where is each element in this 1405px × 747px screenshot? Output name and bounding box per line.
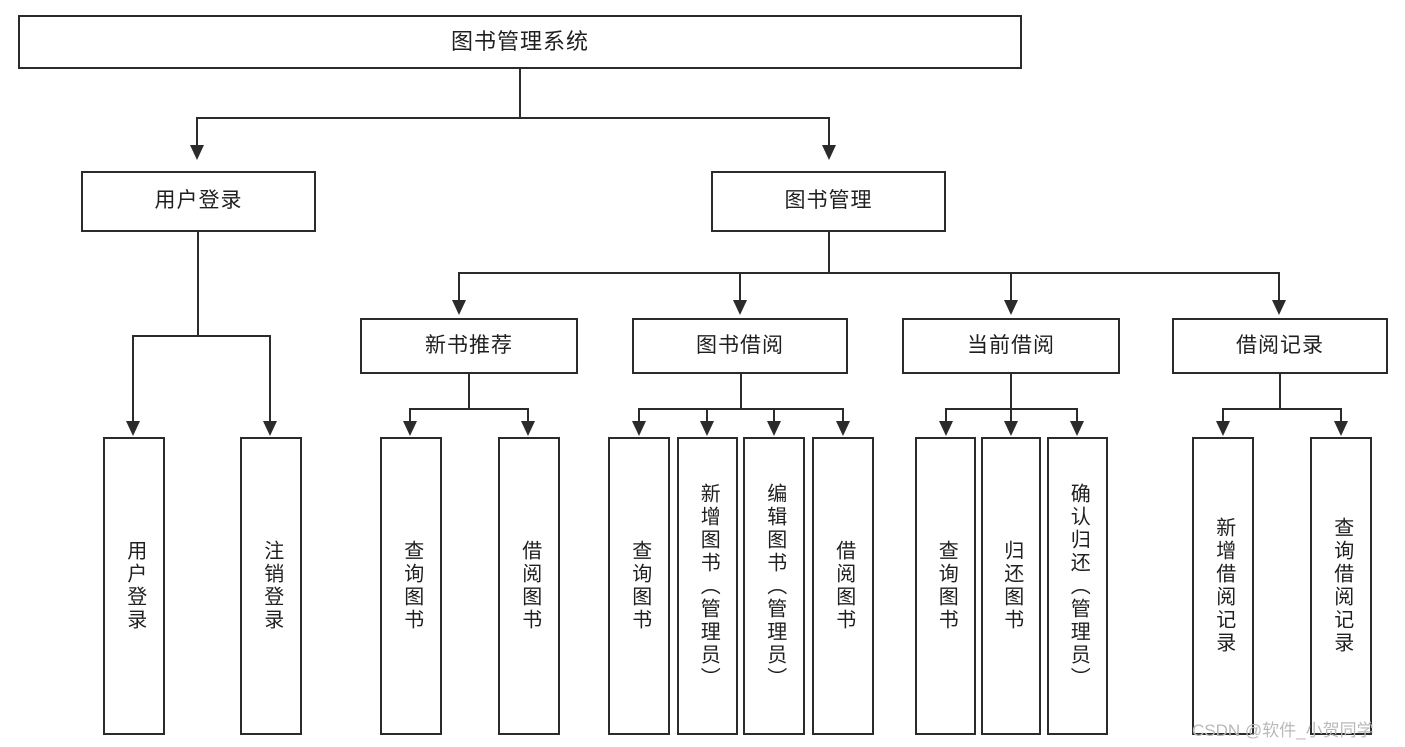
connector-book-borrow-bus xyxy=(638,408,844,410)
node-label: 查询借阅记录 xyxy=(1330,517,1353,655)
node-book-borrow[interactable]: 图书借阅 xyxy=(632,318,848,374)
connector-user-login-drop-1 xyxy=(132,335,134,423)
node-label: 新增图书（管理员） xyxy=(697,482,720,690)
node-current-borrow[interactable]: 当前借阅 xyxy=(902,318,1120,374)
node-label: 编辑图书（管理员） xyxy=(763,482,786,690)
node-label: 借阅图书 xyxy=(518,540,541,632)
leaf-book-borrow-borrow[interactable]: 借阅图书 xyxy=(812,437,874,735)
arrow-book-borrow-leaf-1 xyxy=(632,421,646,436)
arrow-book-borrow-leaf-2 xyxy=(700,421,714,436)
connector-book-borrow-stem xyxy=(740,374,742,409)
connector-book-manage-drop-4 xyxy=(1278,272,1280,302)
arrow-borrow-record-leaf-2 xyxy=(1334,421,1348,436)
connector-root-to-book-manage xyxy=(828,117,830,147)
node-label: 查询图书 xyxy=(935,540,958,632)
node-label: 注销登录 xyxy=(260,540,283,632)
arrow-current-borrow-leaf-1 xyxy=(939,421,953,436)
connector-new-book-drop-1 xyxy=(409,408,411,423)
connector-book-borrow-drop-1 xyxy=(638,408,640,423)
connector-user-login-drop-2 xyxy=(269,335,271,423)
leaf-book-borrow-edit[interactable]: 编辑图书（管理员） xyxy=(743,437,805,735)
leaf-borrow-record-add[interactable]: 新增借阅记录 xyxy=(1192,437,1254,735)
arrow-borrow-record-leaf-1 xyxy=(1216,421,1230,436)
connector-root-stem xyxy=(519,69,521,118)
node-borrow-record[interactable]: 借阅记录 xyxy=(1172,318,1388,374)
node-label: 图书管理系统 xyxy=(450,29,589,55)
node-label: 新书推荐 xyxy=(425,333,513,357)
connector-current-borrow-drop-3 xyxy=(1076,408,1078,423)
arrow-book-borrow-leaf-3 xyxy=(767,421,781,436)
node-label: 图书借阅 xyxy=(696,333,784,357)
arrow-current-borrow-leaf-3 xyxy=(1070,421,1084,436)
arrow-current-borrow-leaf-2 xyxy=(1004,421,1018,436)
node-label: 借阅图书 xyxy=(832,540,855,632)
connector-new-book-stem xyxy=(468,374,470,409)
node-label: 用户登录 xyxy=(123,540,146,632)
arrow-book-manage-to-borrow-record xyxy=(1272,300,1286,315)
node-label: 当前借阅 xyxy=(967,333,1055,357)
connector-current-borrow-stem xyxy=(1010,374,1012,409)
arrow-user-login-leaf-1 xyxy=(126,421,140,436)
watermark-text: CSDN @软件_小贺同学 xyxy=(1192,721,1374,740)
connector-borrow-record-drop-1 xyxy=(1222,408,1224,423)
connector-book-borrow-drop-4 xyxy=(842,408,844,423)
leaf-new-book-borrow[interactable]: 借阅图书 xyxy=(498,437,560,735)
node-label: 新增借阅记录 xyxy=(1212,517,1235,655)
node-user-login[interactable]: 用户登录 xyxy=(81,171,316,232)
node-label: 归还图书 xyxy=(1000,540,1023,632)
leaf-borrow-record-query[interactable]: 查询借阅记录 xyxy=(1310,437,1372,735)
connector-book-manage-drop-2 xyxy=(739,272,741,302)
arrow-book-manage-to-current-borrow xyxy=(1004,300,1018,315)
connector-user-login-bus xyxy=(133,335,271,337)
connector-book-borrow-drop-3 xyxy=(773,408,775,423)
node-label: 查询图书 xyxy=(400,540,423,632)
connector-current-borrow-drop-2 xyxy=(1010,408,1012,423)
node-new-book-recommend[interactable]: 新书推荐 xyxy=(360,318,578,374)
arrow-user-login-leaf-2 xyxy=(263,421,277,436)
connector-borrow-record-bus xyxy=(1222,408,1342,410)
leaf-current-borrow-query[interactable]: 查询图书 xyxy=(915,437,976,735)
node-label: 确认归还（管理员） xyxy=(1067,482,1090,690)
connector-borrow-record-stem xyxy=(1279,374,1281,409)
leaf-user-login-logout[interactable]: 注销登录 xyxy=(240,437,302,735)
arrow-root-to-book-manage xyxy=(822,145,836,160)
node-label: 用户登录 xyxy=(154,189,243,213)
connector-book-manage-drop-1 xyxy=(458,272,460,302)
node-label: 借阅记录 xyxy=(1236,333,1324,357)
connector-new-book-bus xyxy=(410,408,529,410)
node-label: 图书管理 xyxy=(784,189,873,213)
connector-new-book-drop-2 xyxy=(527,408,529,423)
leaf-new-book-query[interactable]: 查询图书 xyxy=(380,437,442,735)
arrow-new-book-leaf-1 xyxy=(403,421,417,436)
leaf-current-borrow-confirm-return[interactable]: 确认归还（管理员） xyxy=(1047,437,1108,735)
connector-root-to-user-login xyxy=(196,117,198,147)
node-book-management[interactable]: 图书管理 xyxy=(711,171,946,232)
node-label: 查询图书 xyxy=(628,540,651,632)
connector-user-login-stem xyxy=(197,232,199,336)
connector-root-bus xyxy=(197,117,830,119)
connector-borrow-record-drop-2 xyxy=(1340,408,1342,423)
leaf-user-login-login[interactable]: 用户登录 xyxy=(103,437,165,735)
leaf-book-borrow-add[interactable]: 新增图书（管理员） xyxy=(677,437,738,735)
arrow-book-borrow-leaf-4 xyxy=(836,421,850,436)
arrow-book-manage-to-new-book xyxy=(452,300,466,315)
connector-book-manage-drop-3 xyxy=(1010,272,1012,302)
arrow-book-manage-to-book-borrow xyxy=(733,300,747,315)
connector-book-borrow-drop-2 xyxy=(706,408,708,423)
leaf-book-borrow-query[interactable]: 查询图书 xyxy=(608,437,670,735)
connector-book-manage-stem xyxy=(828,232,830,273)
node-root-system[interactable]: 图书管理系统 xyxy=(18,15,1022,69)
leaf-current-borrow-return[interactable]: 归还图书 xyxy=(981,437,1041,735)
arrow-new-book-leaf-2 xyxy=(521,421,535,436)
arrow-root-to-user-login xyxy=(190,145,204,160)
connector-book-manage-bus xyxy=(458,272,1280,274)
connector-current-borrow-drop-1 xyxy=(945,408,947,423)
